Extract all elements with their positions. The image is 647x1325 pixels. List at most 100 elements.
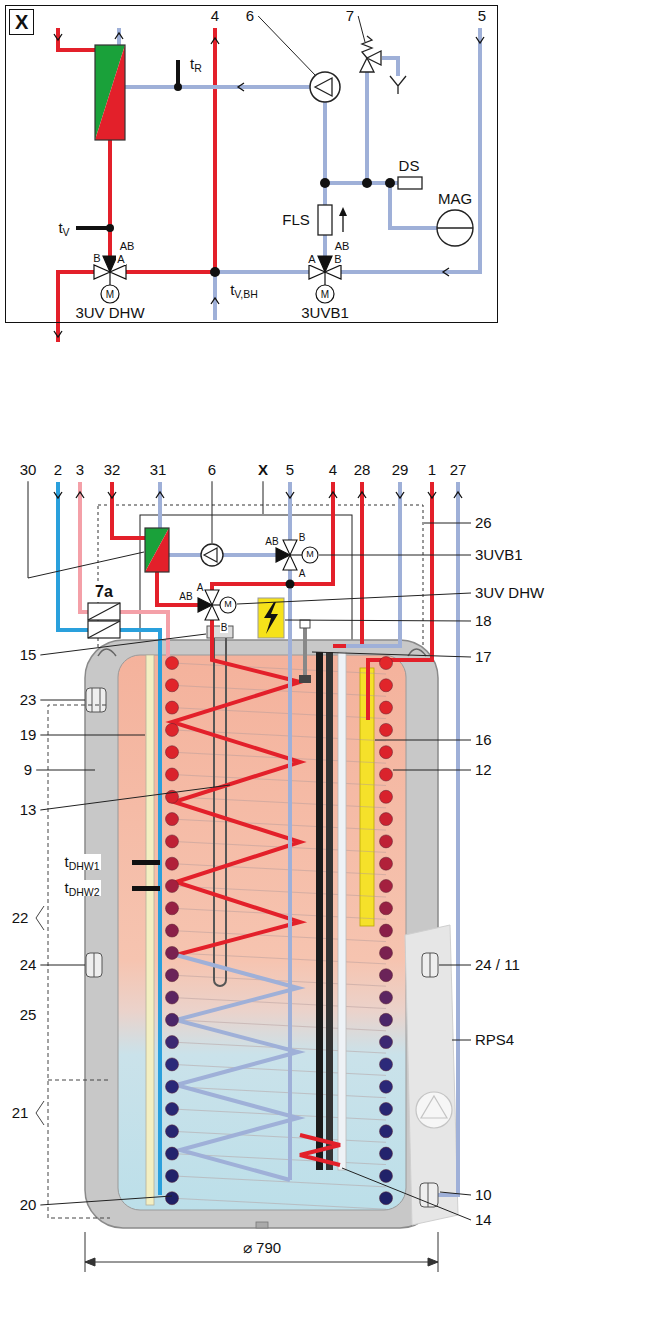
valve-port-letter: A <box>307 253 316 265</box>
heating-element <box>207 626 233 986</box>
return-port <box>405 925 458 1225</box>
flow-sensor <box>339 207 347 216</box>
valve-port-letter: B <box>298 532 307 543</box>
leader-line <box>375 740 471 741</box>
sensor-label: tR <box>189 56 203 73</box>
expansion-vessel <box>437 227 473 228</box>
junction-dot <box>362 178 372 188</box>
inset-pipe-red <box>58 28 215 342</box>
main-pipe-blue <box>346 482 400 646</box>
callout-number: 24 <box>19 957 38 974</box>
three-way-valve <box>302 547 318 563</box>
three-way-valve <box>220 597 236 613</box>
coil-circle <box>380 902 393 915</box>
flow-chevron <box>211 38 219 44</box>
immersion-tube <box>338 652 346 1170</box>
callout-number: 14 <box>474 1212 493 1229</box>
callout-number: 17 <box>474 649 493 666</box>
leader-line <box>212 481 213 543</box>
main-pipe-blue <box>176 955 298 1180</box>
zone-bracket <box>36 705 110 1218</box>
coil-circle <box>166 902 179 915</box>
port-fitting <box>422 953 438 977</box>
three-way-valve <box>316 285 334 303</box>
pump-symbol <box>201 544 223 566</box>
zone-bracket <box>36 906 44 930</box>
circulation-pipe <box>80 482 168 660</box>
coil-circle <box>166 1125 179 1138</box>
inset-pipe-blue <box>365 70 369 183</box>
zone-bracket <box>36 1101 44 1125</box>
pipe-number: 2 <box>53 462 63 479</box>
coil-back-line <box>172 663 386 1209</box>
safety-valve <box>390 76 406 94</box>
heat-exchanger <box>95 45 125 140</box>
valve-port-letter: A <box>196 582 205 593</box>
temperature-sensor <box>176 60 180 87</box>
coil-circle <box>166 835 179 848</box>
leader-line <box>440 1192 471 1195</box>
heat-exchanger <box>95 45 125 140</box>
pipe-number: 4 <box>328 462 338 479</box>
heat-exchanger <box>145 528 169 572</box>
coil-circle <box>380 924 393 937</box>
flow-chevron <box>115 33 123 39</box>
temperature-sensor <box>76 226 108 230</box>
component-label: 3UV DHW <box>74 305 145 322</box>
return-port <box>416 1092 452 1128</box>
flow-chevron <box>329 492 337 498</box>
valve-port-letter: B <box>220 622 229 633</box>
leader-line <box>258 16 316 76</box>
coil-circle <box>166 969 179 982</box>
pipe-number: 4 <box>210 8 220 25</box>
three-way-valve <box>212 604 220 605</box>
callout-number: 25 <box>19 1007 38 1024</box>
electric-heater <box>264 602 278 634</box>
cold-water-pipe <box>58 482 88 630</box>
callout-number: 7a <box>94 583 114 601</box>
callout-number: 22 <box>11 910 30 927</box>
temperature-probe <box>303 628 307 680</box>
inset-pipe-blue <box>390 183 437 228</box>
leader-line <box>439 965 471 966</box>
pipe-number: 1 <box>427 462 437 479</box>
flow-chevron <box>54 492 62 498</box>
three-way-valve <box>101 285 119 303</box>
dimension-label: ⌀ 790 <box>242 1240 282 1257</box>
flow-chevron <box>396 492 404 498</box>
coil-circle <box>166 657 179 1205</box>
inset-letter: X <box>9 9 34 35</box>
flow-chevron <box>54 34 62 40</box>
coil-circle <box>380 813 393 826</box>
coil-circle <box>380 657 393 670</box>
temperature-sensor <box>174 83 182 91</box>
return-port <box>405 925 458 1225</box>
callout-number: 21 <box>11 1105 30 1122</box>
coil-circle <box>166 1013 179 1026</box>
coil-circle <box>380 1125 393 1138</box>
three-way-valve <box>309 265 325 279</box>
inset-pipe-blue <box>117 28 121 45</box>
junction-dot <box>320 178 330 188</box>
pipe-number: 5 <box>285 462 295 479</box>
coil-back-line <box>172 775 386 786</box>
leader-line <box>40 634 206 655</box>
coil-circle <box>380 1036 393 1049</box>
inset-pipe-blue <box>341 28 480 272</box>
sensor-label: tV <box>57 220 70 237</box>
callout-number: 24 / 11 <box>474 957 521 974</box>
coil-circle <box>380 1103 393 1116</box>
coil-circle <box>380 880 393 893</box>
coil-circle <box>166 857 179 870</box>
flow-sensor <box>318 205 347 235</box>
callout-number: 23 <box>19 692 38 709</box>
coil-circle <box>380 1013 393 1026</box>
heat-exchanger <box>145 528 169 572</box>
pipe-number: 3 <box>75 462 85 479</box>
safety-valve <box>367 51 381 65</box>
coil-circle <box>380 1080 393 1093</box>
valve-port-letter: A <box>298 568 307 579</box>
heat-exchanger <box>95 45 125 140</box>
